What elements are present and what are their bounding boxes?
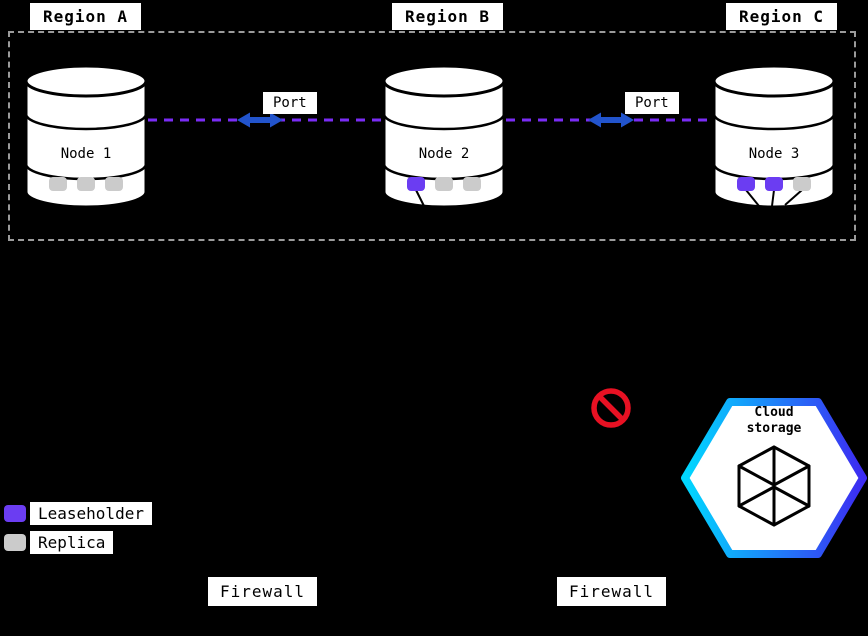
- node-label: Node 2: [418, 146, 470, 162]
- legend-item-replica: Replica: [4, 531, 152, 554]
- legend-label-replica: Replica: [30, 531, 114, 554]
- legend: Leaseholder Replica: [4, 502, 152, 560]
- cluster-boundary: [8, 31, 856, 241]
- region-b-label: Region B: [392, 3, 504, 30]
- firewall-label-1: Firewall: [208, 577, 318, 606]
- region-c-label: Region C: [726, 3, 838, 30]
- node-label: Node 1: [60, 146, 112, 162]
- leaseholder-square: [407, 177, 425, 191]
- port-label-2: Port: [625, 92, 679, 114]
- region-a-label: Region A: [30, 3, 142, 30]
- node-label: Node 3: [748, 146, 800, 162]
- replica-square: [463, 177, 481, 191]
- leaseholder-swatch: [4, 505, 26, 522]
- replica-squares: [712, 177, 836, 191]
- replica-square: [105, 177, 123, 191]
- cloud-storage-label-line1: Cloud: [754, 405, 794, 420]
- port-label-1: Port: [263, 92, 317, 114]
- cloud-storage-label: Cloud storage: [680, 405, 868, 437]
- no-entry-icon: [591, 388, 631, 428]
- legend-item-leaseholder: Leaseholder: [4, 502, 152, 525]
- leaseholder-square: [765, 177, 783, 191]
- node-1: Node 1: [24, 64, 148, 209]
- replica-square: [49, 177, 67, 191]
- node-2: Node 2: [382, 64, 506, 209]
- node-3: Node 3: [712, 64, 836, 209]
- database-cylinder-icon: [712, 64, 836, 209]
- replica-swatch: [4, 534, 26, 551]
- bidirectional-arrow-icon: [237, 112, 283, 128]
- cloud-storage: Cloud storage: [680, 392, 868, 564]
- replica-squares: [382, 177, 506, 191]
- replica-squares: [24, 177, 148, 191]
- leaseholder-square: [737, 177, 755, 191]
- replica-square: [793, 177, 811, 191]
- database-cylinder-icon: [382, 64, 506, 209]
- bidirectional-arrow-icon: [588, 112, 634, 128]
- cube-icon: [737, 445, 811, 527]
- replica-square: [77, 177, 95, 191]
- replica-square: [435, 177, 453, 191]
- legend-label-leaseholder: Leaseholder: [30, 502, 152, 525]
- database-cylinder-icon: [24, 64, 148, 209]
- firewall-label-2: Firewall: [557, 577, 667, 606]
- cloud-storage-label-line2: storage: [746, 421, 802, 436]
